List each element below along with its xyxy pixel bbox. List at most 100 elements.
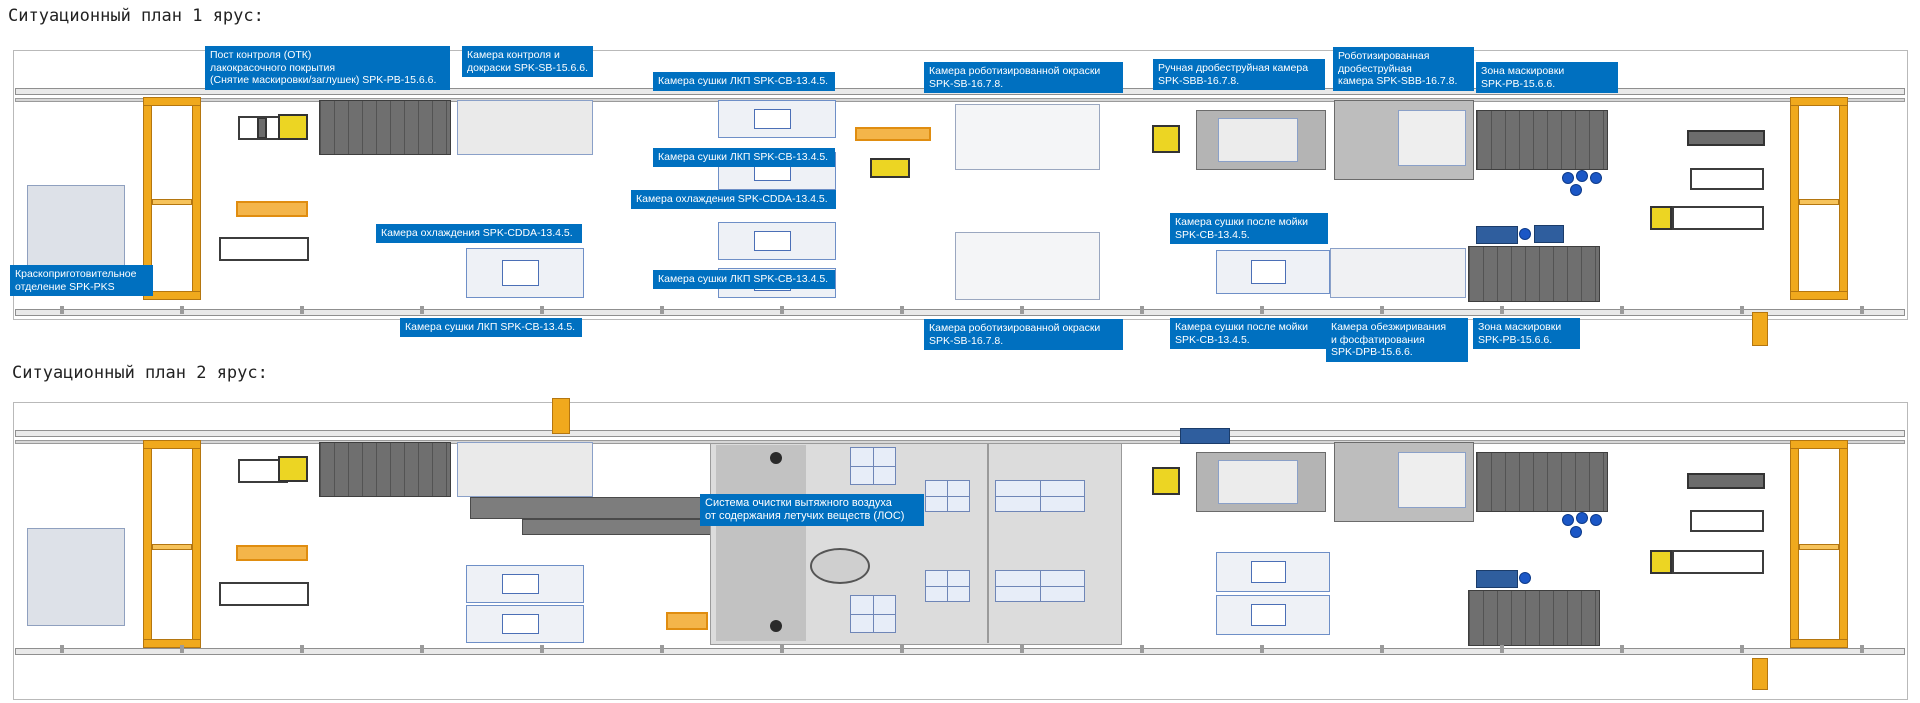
manual-blast-inner [1218, 118, 1298, 162]
orange-cart-t2 [666, 612, 708, 630]
rail-support [1740, 306, 1744, 314]
voc-divider [987, 443, 989, 643]
label-manual-blast: Ручная дробеструйная камера SPK-SBB-16.7… [1153, 59, 1325, 90]
manual-blast-inner-t2 [1218, 460, 1298, 504]
fan-icon [1576, 170, 1588, 182]
masking-conveyor-top-t2 [1476, 452, 1608, 512]
orange-hook-t2 [552, 398, 570, 434]
label-dry-after-wash-mid: Камера сушки после мойки SPK-CB-13.4.5. [1170, 213, 1328, 244]
drying-booth-top [718, 100, 836, 138]
otk-post-conveyor [319, 100, 451, 155]
rail-support [660, 645, 664, 653]
drying-booth-left-t2b [466, 605, 584, 643]
agv-right [1650, 206, 1672, 230]
cart-right-bottom-t2 [1672, 550, 1764, 574]
fan-icon [1576, 512, 1588, 524]
drying-booth-left [466, 248, 584, 298]
label-drying-mid: Камера сушки ЛКП SPK-CB-13.4.5. [653, 148, 835, 167]
fan-icon [1570, 526, 1582, 538]
label-drying-low: Камера сушки ЛКП SPK-CB-13.4.5. [653, 270, 835, 289]
rail-support [420, 306, 424, 314]
masking-zone-conveyor-bottom [1468, 246, 1600, 302]
tier1-gantry-crane-left [143, 97, 201, 300]
robot-paint-booth-bottom [955, 232, 1100, 300]
rail-support [780, 645, 784, 653]
voc-filter [850, 595, 896, 633]
control-booth-t2 [457, 442, 593, 497]
dry-after-wash-booth [1216, 250, 1330, 294]
degrease-chamber [1330, 248, 1466, 298]
agv-right-t2 [1650, 550, 1672, 574]
rail-support [1140, 306, 1144, 314]
fan-icon [1519, 228, 1531, 240]
tier2-gantry-crane-right [1790, 440, 1848, 648]
masking-zone-conveyor-top [1476, 110, 1608, 170]
cart-right-top [1687, 130, 1765, 146]
rail-support [1860, 645, 1864, 653]
label-control-booth: Камера контроля и докраски SPK-SB-15.6.6… [462, 46, 593, 77]
agv-center [870, 158, 910, 178]
agv-left-top-t2 [278, 456, 308, 482]
agv-left-top [278, 114, 308, 140]
agv-blast [1152, 125, 1180, 153]
voc-duct-bank [716, 445, 806, 641]
tier1-bottom-rail [15, 309, 1905, 316]
rail-support [180, 306, 184, 314]
rail-support [1500, 306, 1504, 314]
tier2-bottom-rail [15, 648, 1905, 655]
pump-unit-t2b [1476, 570, 1518, 588]
rail-support [60, 306, 64, 314]
voc-fan-icon [770, 620, 782, 632]
rail-support [180, 645, 184, 653]
robot-blast-inner-t2 [1398, 452, 1466, 508]
tier1-title: Ситуационный план 1 ярус: [8, 6, 264, 26]
rail-support [900, 306, 904, 314]
rail-support [1140, 645, 1144, 653]
robot-paint-booth-top [955, 104, 1100, 170]
orange-cart-left-t2 [236, 545, 308, 561]
fan-icon [1519, 572, 1531, 584]
fan-icon [1590, 514, 1602, 526]
control-booth-area [457, 100, 593, 155]
cart-right-top-t2 [1687, 473, 1765, 489]
rail-support [300, 645, 304, 653]
rail-support [1500, 645, 1504, 653]
rail-support [1740, 645, 1744, 653]
pump-unit-t2 [1180, 428, 1230, 444]
label-otk-post: Пост контроля (ОТК) лакокрасочного покры… [205, 46, 450, 90]
rail-support [660, 306, 664, 314]
rail-support [1020, 306, 1024, 314]
cart-left-bottom [219, 237, 309, 261]
cart-left-bottom-t2 [219, 582, 309, 606]
dry-after-wash-t2 [1216, 552, 1330, 592]
voc-filter [995, 480, 1085, 512]
voc-filter [995, 570, 1085, 602]
rail-support [540, 306, 544, 314]
dry-after-wash-t2b [1216, 595, 1330, 635]
label-cooling-left: Камера охлаждения SPK-CDDA-13.4.5. [376, 224, 582, 243]
voc-filter [925, 570, 970, 602]
label-drying-top: Камера сушки ЛКП SPK-CB-13.4.5. [653, 72, 835, 91]
cart-right-mid-t2 [1690, 510, 1764, 532]
fan-icon [1562, 514, 1574, 526]
rail-support [1620, 645, 1624, 653]
label-paint-prep: Краскоприготовительное отделение SPK-PKS [10, 265, 153, 296]
rail-support [1860, 306, 1864, 314]
label-robot-blast: Роботизированная дробеструйная камера SP… [1333, 47, 1474, 91]
fan-icon [1590, 172, 1602, 184]
otk-conveyor-t2 [319, 442, 451, 497]
rail-support [540, 645, 544, 653]
rail-support [900, 645, 904, 653]
robot-blast-inner [1398, 110, 1466, 166]
label-cooling-mid: Камера охлаждения SPK-CDDA-13.4.5. [631, 190, 836, 209]
exhaust-duct-upper [470, 497, 705, 519]
voc-filter [850, 447, 896, 485]
rail-support [1380, 645, 1384, 653]
cart-right-bottom [1672, 206, 1764, 230]
tier2-title: Ситуационный план 2 ярус: [12, 363, 268, 383]
rail-support [1260, 306, 1264, 314]
fan-icon [1562, 172, 1574, 184]
voc-tank [810, 548, 870, 584]
tier2-top-rail [15, 430, 1905, 437]
